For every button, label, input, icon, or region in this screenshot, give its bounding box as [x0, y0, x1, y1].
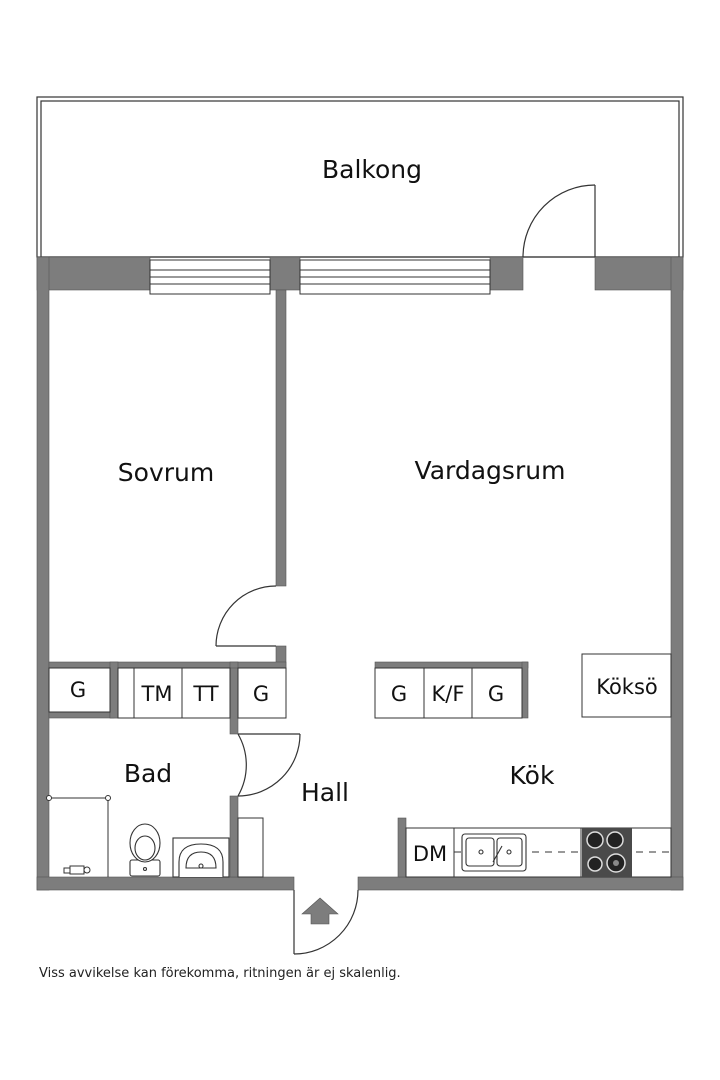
- closet-boxes: [48, 653, 672, 719]
- top-wall-mid: [489, 256, 524, 291]
- room-label-living: Vardagsrum: [415, 456, 566, 485]
- top-wall-left: [36, 256, 151, 291]
- fixture-label-wardrobe-kitchen-2: G: [488, 682, 504, 706]
- windows: [149, 259, 491, 295]
- fixture-label-fridge-freezer: K/F: [432, 682, 465, 706]
- fixture-label-wardrobe-bedroom: G: [70, 678, 86, 702]
- left-wall: [36, 256, 50, 891]
- bedroom-door-swing: [215, 585, 277, 647]
- room-label-hall: Hall: [301, 778, 349, 807]
- closet-top-wall: [48, 661, 287, 669]
- right-wall: [670, 256, 684, 891]
- fixture-label-dishwasher: DM: [413, 842, 447, 866]
- balcony-outline: [36, 96, 684, 258]
- disclaimer-text: Viss avvikelse kan förekomma, ritningen …: [39, 966, 401, 981]
- bottom-wall-right: [357, 876, 684, 891]
- toilet-icon: [129, 823, 161, 877]
- entrance-arrow-icon: [301, 897, 339, 925]
- bath-door-swing: [237, 733, 247, 797]
- stove-icon: [582, 828, 632, 877]
- partition-bedroom-living: [275, 289, 287, 587]
- fixture-label-washer: TM: [141, 682, 173, 706]
- kitchen-island: [581, 653, 672, 718]
- bottom-wall-left: [36, 876, 295, 891]
- washbasin-icon: [172, 837, 230, 878]
- closet-divider-1: [109, 661, 119, 719]
- room-label-bath: Bad: [124, 759, 172, 788]
- room-label-kitchen: Kök: [510, 761, 555, 790]
- hall-cabinet: [237, 817, 264, 878]
- walls: [36, 256, 684, 891]
- fixture-label-wardrobe-kitchen-1: G: [391, 682, 407, 706]
- room-label-balcony: Balkong: [322, 155, 422, 184]
- kitchen-closet-top: [374, 661, 529, 669]
- shower-faucet-icon: [63, 865, 91, 875]
- top-wall-pillar: [269, 256, 301, 291]
- partition-bath-hall-lower: [229, 795, 239, 878]
- shower-area: [46, 795, 111, 877]
- fixture-label-dryer: TT: [192, 682, 218, 706]
- kitchen-closet-right: [521, 661, 529, 719]
- bath-top-wall: [48, 711, 115, 719]
- balcony-door-swing: [522, 184, 596, 258]
- top-wall-right: [594, 256, 684, 291]
- fixture-label-kitchen-island: Köksö: [596, 675, 658, 699]
- kitchen-counter-edge: [397, 817, 407, 878]
- fixture-label-wardrobe-hall: G: [253, 682, 269, 706]
- room-label-bedroom: Sovrum: [118, 458, 214, 487]
- partition-bath-hall-upper: [229, 667, 239, 735]
- kitchen-sink-icon: [461, 833, 527, 872]
- entrance-door-swing: [293, 889, 359, 955]
- doors: [215, 184, 596, 955]
